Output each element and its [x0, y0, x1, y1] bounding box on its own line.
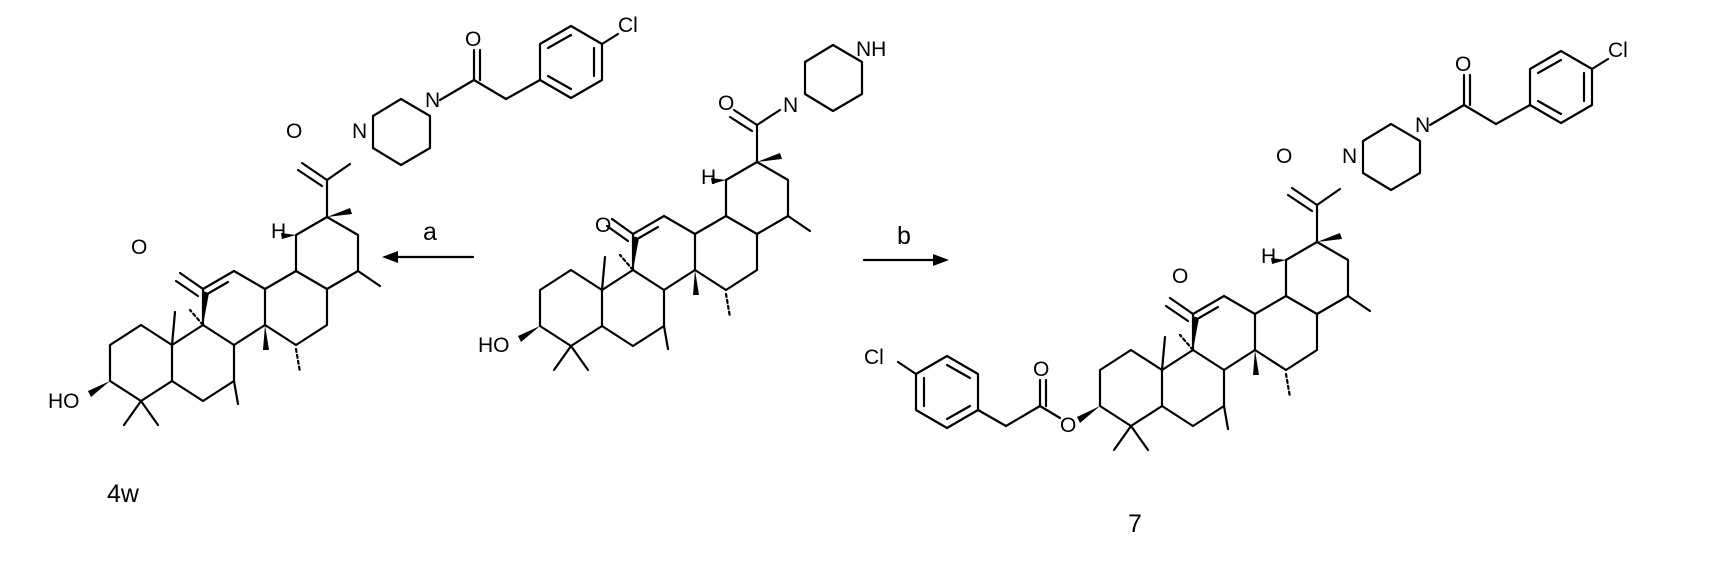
arrow-a-label: a	[423, 218, 437, 246]
n2-label-7: N	[1415, 114, 1430, 137]
ester-carbonyl-o-label-7: O	[1033, 358, 1049, 381]
h-label-start: H	[701, 166, 716, 189]
arrow-b	[862, 254, 949, 266]
hydroxyl-label-start: HO	[478, 334, 510, 357]
arrow-b-label: b	[897, 222, 911, 250]
compound-label-4w: 4w	[107, 480, 140, 508]
ester-chloro-label-7: Cl	[864, 346, 884, 369]
amide-o-label-7: O	[1276, 145, 1292, 168]
acyl-o-label-7: O	[1455, 53, 1471, 76]
n1-label-7: N	[1342, 145, 1357, 168]
amide-o-label-start: O	[718, 92, 734, 115]
compound-start-structure	[518, 43, 864, 372]
compound-7-atom-labels: O O O N N H O O Cl Cl	[864, 39, 1628, 437]
compound-4w-structure	[88, 24, 620, 427]
chloro-label-7: Cl	[1608, 39, 1628, 62]
h-label-4w: H	[271, 220, 286, 243]
compound-start-atom-labels: O O N NH H HO	[478, 38, 886, 357]
compound-label-7: 7	[1128, 510, 1142, 538]
n1-label-start: N	[783, 94, 798, 117]
oxo-label-7: O	[1172, 265, 1188, 288]
oxo-label-4w: O	[131, 236, 147, 259]
ester-o-label-7: O	[1060, 414, 1076, 437]
chloro-label-4w: Cl	[618, 14, 638, 37]
h-label-7: H	[1261, 245, 1276, 268]
compound-7-structure	[896, 49, 1610, 452]
n1-label-4w: N	[352, 120, 367, 143]
acyl-o-label-4w: O	[465, 28, 481, 51]
oxo-label-start: O	[595, 214, 611, 237]
hydroxyl-label-4w: HO	[48, 390, 80, 413]
nh-label-start: NH	[856, 38, 886, 61]
n2-label-4w: N	[425, 89, 440, 112]
arrow-a	[382, 251, 475, 263]
compound-4w-atom-labels: O O O N N H HO Cl	[48, 14, 638, 413]
amide-o-label-4w: O	[286, 120, 302, 143]
